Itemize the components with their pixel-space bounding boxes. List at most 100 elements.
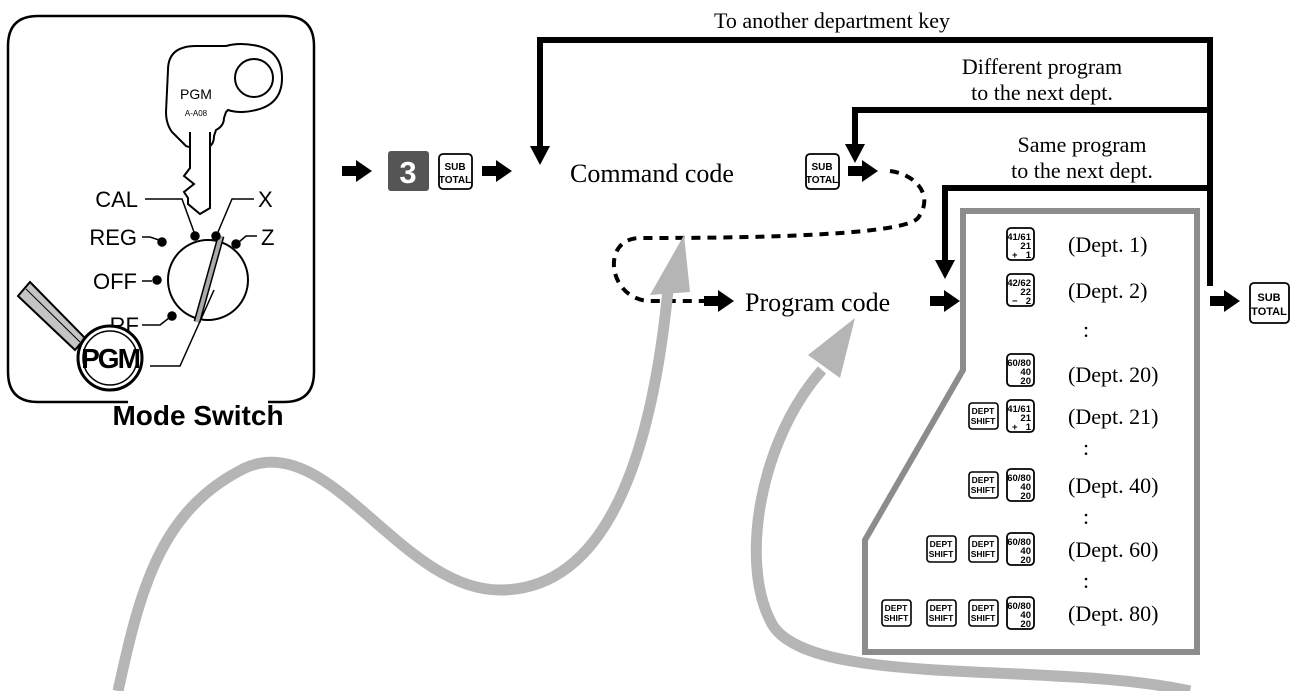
position-reg: REG xyxy=(89,225,137,250)
svg-text:60/80: 60/80 xyxy=(1007,537,1031,548)
svg-text:40: 40 xyxy=(1020,610,1031,621)
feedback-loops xyxy=(537,37,1213,286)
dept-key-1: 41/61 21 + 1 xyxy=(1006,399,1035,433)
dept-shift-key: DEPT SHIFT xyxy=(968,471,999,499)
subtotal-key-1: SUB TOTAL xyxy=(438,153,473,190)
arrow-start xyxy=(342,160,372,182)
dept-1-label: (Dept. 1) xyxy=(1068,232,1147,257)
dept-21-label: (Dept. 21) xyxy=(1068,404,1158,429)
dept-shift-key: DEPT SHIFT xyxy=(926,535,957,563)
svg-text:1: 1 xyxy=(1026,250,1032,261)
svg-text:+: + xyxy=(1012,250,1018,261)
arrow-after-program xyxy=(930,290,960,312)
dept-key-20: 60/80 40 20 xyxy=(1006,353,1035,387)
position-x: X xyxy=(258,187,273,212)
pointer-curve-program xyxy=(750,366,1192,691)
arrow-after-command xyxy=(848,160,878,182)
svg-text:60/80: 60/80 xyxy=(1007,358,1031,369)
loop-label-same-2: to the next dept. xyxy=(1011,158,1153,183)
svg-text:SHIFT: SHIFT xyxy=(929,549,954,559)
ellipsis: : xyxy=(1083,317,1089,342)
svg-text:22: 22 xyxy=(1020,287,1031,298)
mode-switch: PGM A-A08 CAL X REG Z OFF RF xyxy=(6,14,316,431)
key-3-label: 3 xyxy=(399,155,416,190)
svg-text:SUB: SUB xyxy=(811,162,832,173)
svg-text:DEPT: DEPT xyxy=(930,539,953,549)
key-3: 3 xyxy=(388,151,429,191)
dept-shift-key: DEPT SHIFT xyxy=(926,599,957,627)
svg-text:SHIFT: SHIFT xyxy=(884,613,909,623)
svg-text:21: 21 xyxy=(1020,413,1031,424)
magnifier-icon: PGM xyxy=(16,280,144,392)
svg-text:SHIFT: SHIFT xyxy=(971,613,996,623)
svg-text:40: 40 xyxy=(1020,546,1031,557)
selected-mode: PGM xyxy=(81,343,139,374)
svg-text:60/80: 60/80 xyxy=(1007,601,1031,612)
dept-shift-key: DEPT SHIFT xyxy=(968,535,999,563)
dept-shift-key: DEPT SHIFT xyxy=(968,599,999,627)
svg-text:41/61: 41/61 xyxy=(1007,404,1031,415)
command-code-label: Command code xyxy=(570,159,734,188)
pointer-curve-command xyxy=(112,289,674,691)
dept-key-2: 42/62 22 − 2 xyxy=(1006,273,1035,307)
svg-text:20: 20 xyxy=(1020,619,1031,630)
svg-text:40: 40 xyxy=(1020,367,1031,378)
svg-text:−: − xyxy=(1012,296,1018,307)
ellipsis: : xyxy=(1083,504,1089,529)
dept-key-1: 41/61 21 + 1 xyxy=(1006,227,1035,261)
dept-60-label: (Dept. 60) xyxy=(1068,537,1158,562)
dept-2-label: (Dept. 2) xyxy=(1068,278,1147,303)
svg-text:2: 2 xyxy=(1026,296,1031,307)
svg-text:DEPT: DEPT xyxy=(885,603,908,613)
svg-text:TOTAL: TOTAL xyxy=(1251,306,1287,318)
svg-text:20: 20 xyxy=(1020,376,1031,387)
svg-text:SHIFT: SHIFT xyxy=(971,485,996,495)
subtotal-key-2: SUB TOTAL xyxy=(805,153,840,190)
ellipsis: : xyxy=(1083,435,1089,460)
loop-label-another-key: To another department key xyxy=(714,8,950,33)
arrow-to-final-subtotal xyxy=(1210,290,1240,312)
svg-text:SUB: SUB xyxy=(1257,292,1280,304)
svg-text:21: 21 xyxy=(1020,241,1031,252)
svg-text:42/62: 42/62 xyxy=(1007,278,1031,289)
program-code-label: Program code xyxy=(745,288,890,317)
svg-text:+: + xyxy=(1012,422,1018,433)
svg-text:TOTAL: TOTAL xyxy=(439,175,471,186)
final-subtotal-key: SUB TOTAL xyxy=(1249,282,1290,324)
arrow-to-command xyxy=(482,160,512,182)
svg-text:DEPT: DEPT xyxy=(972,603,995,613)
svg-text:20: 20 xyxy=(1020,555,1031,566)
dept-80-label: (Dept. 80) xyxy=(1068,601,1158,626)
svg-text:SHIFT: SHIFT xyxy=(929,613,954,623)
svg-text:DEPT: DEPT xyxy=(972,475,995,485)
arrow-to-program xyxy=(704,290,734,312)
position-off: OFF xyxy=(93,269,137,294)
pgm-key-icon: PGM A-A08 xyxy=(164,43,284,216)
svg-text:SUB: SUB xyxy=(444,162,465,173)
svg-text:DEPT: DEPT xyxy=(972,406,995,416)
svg-text:20: 20 xyxy=(1020,491,1031,502)
key-code: A-A08 xyxy=(185,109,208,118)
svg-text:41/61: 41/61 xyxy=(1007,232,1031,243)
loop-label-same-1: Same program xyxy=(1018,132,1147,157)
mode-switch-caption: Mode Switch xyxy=(112,400,283,431)
svg-text:TOTAL: TOTAL xyxy=(806,175,838,186)
dept-key-20: 60/80 40 20 xyxy=(1006,468,1035,502)
svg-text:SHIFT: SHIFT xyxy=(971,549,996,559)
loop-label-different-1: Different program xyxy=(962,54,1122,79)
svg-text:40: 40 xyxy=(1020,482,1031,493)
position-cal: CAL xyxy=(95,187,138,212)
svg-text:SHIFT: SHIFT xyxy=(971,416,996,426)
svg-text:DEPT: DEPT xyxy=(930,603,953,613)
svg-text:60/80: 60/80 xyxy=(1007,473,1031,484)
dept-key-20: 60/80 40 20 xyxy=(1006,532,1035,566)
dept-40-label: (Dept. 40) xyxy=(1068,473,1158,498)
dept-shift-key: DEPT SHIFT xyxy=(881,599,912,627)
dept-key-20: 60/80 40 20 xyxy=(1006,596,1035,630)
dept-shift-key: DEPT SHIFT xyxy=(968,402,999,430)
loop-label-different-2: to the next dept. xyxy=(971,80,1113,105)
position-z: Z xyxy=(261,225,274,250)
svg-text:DEPT: DEPT xyxy=(972,539,995,549)
